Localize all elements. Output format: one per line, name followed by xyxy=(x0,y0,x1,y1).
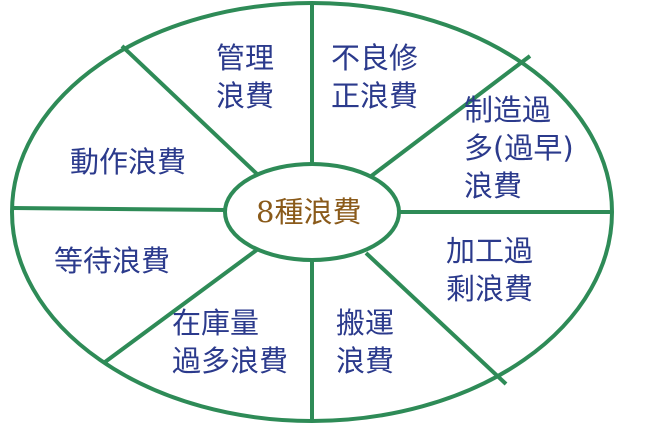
segment-transport: 搬運 浪費 xyxy=(336,306,395,378)
spoke-left xyxy=(11,206,227,212)
segment-waiting: 等待浪費 xyxy=(54,244,171,278)
center-ellipse xyxy=(223,162,401,262)
spoke-lower-right xyxy=(364,251,508,386)
segment-overproduction: 制造過 多(過早) 浪費 xyxy=(464,93,574,203)
segment-defect: 不良修 正浪費 xyxy=(331,41,419,113)
spoke-upper-right xyxy=(368,54,532,179)
spoke-upper-left xyxy=(120,44,260,177)
segment-inventory: 在庫量 過多浪費 xyxy=(172,306,289,378)
center-label: 8種浪費 xyxy=(256,195,362,229)
segment-management: 管理 浪費 xyxy=(216,41,275,113)
segment-motion: 動作浪費 xyxy=(70,145,187,179)
spoke-lower-left xyxy=(103,247,260,364)
segment-processing: 加工過 剩浪費 xyxy=(446,234,534,306)
